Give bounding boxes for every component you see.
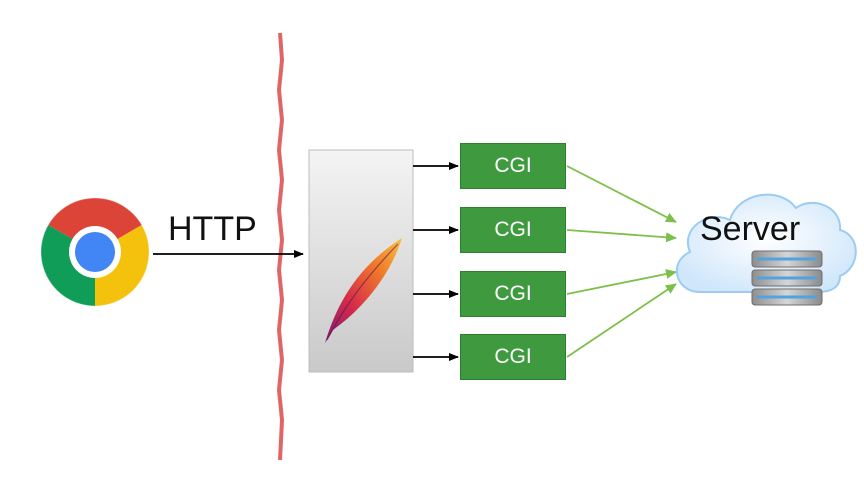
cgi-label: CGI xyxy=(494,345,532,368)
cloud-icon xyxy=(675,193,857,293)
server-links xyxy=(566,165,677,358)
server-label: Server xyxy=(700,210,801,248)
cgi-box-4: CGI xyxy=(460,334,566,380)
http-label: HTTP xyxy=(168,210,257,248)
firewall-line xyxy=(277,32,284,461)
chrome-browser-icon xyxy=(40,197,150,307)
database-icon xyxy=(751,250,823,306)
cgi-label: CGI xyxy=(494,282,532,305)
cgi-box-1: CGI xyxy=(460,143,566,189)
cgi-box-3: CGI xyxy=(460,271,566,317)
apache-feather-icon xyxy=(325,238,402,343)
cgi-label: CGI xyxy=(494,154,532,177)
web-server-panel xyxy=(308,149,414,373)
cgi-label: CGI xyxy=(494,218,532,241)
cgi-box-2: CGI xyxy=(460,207,566,253)
cgi-arrows xyxy=(413,162,459,361)
